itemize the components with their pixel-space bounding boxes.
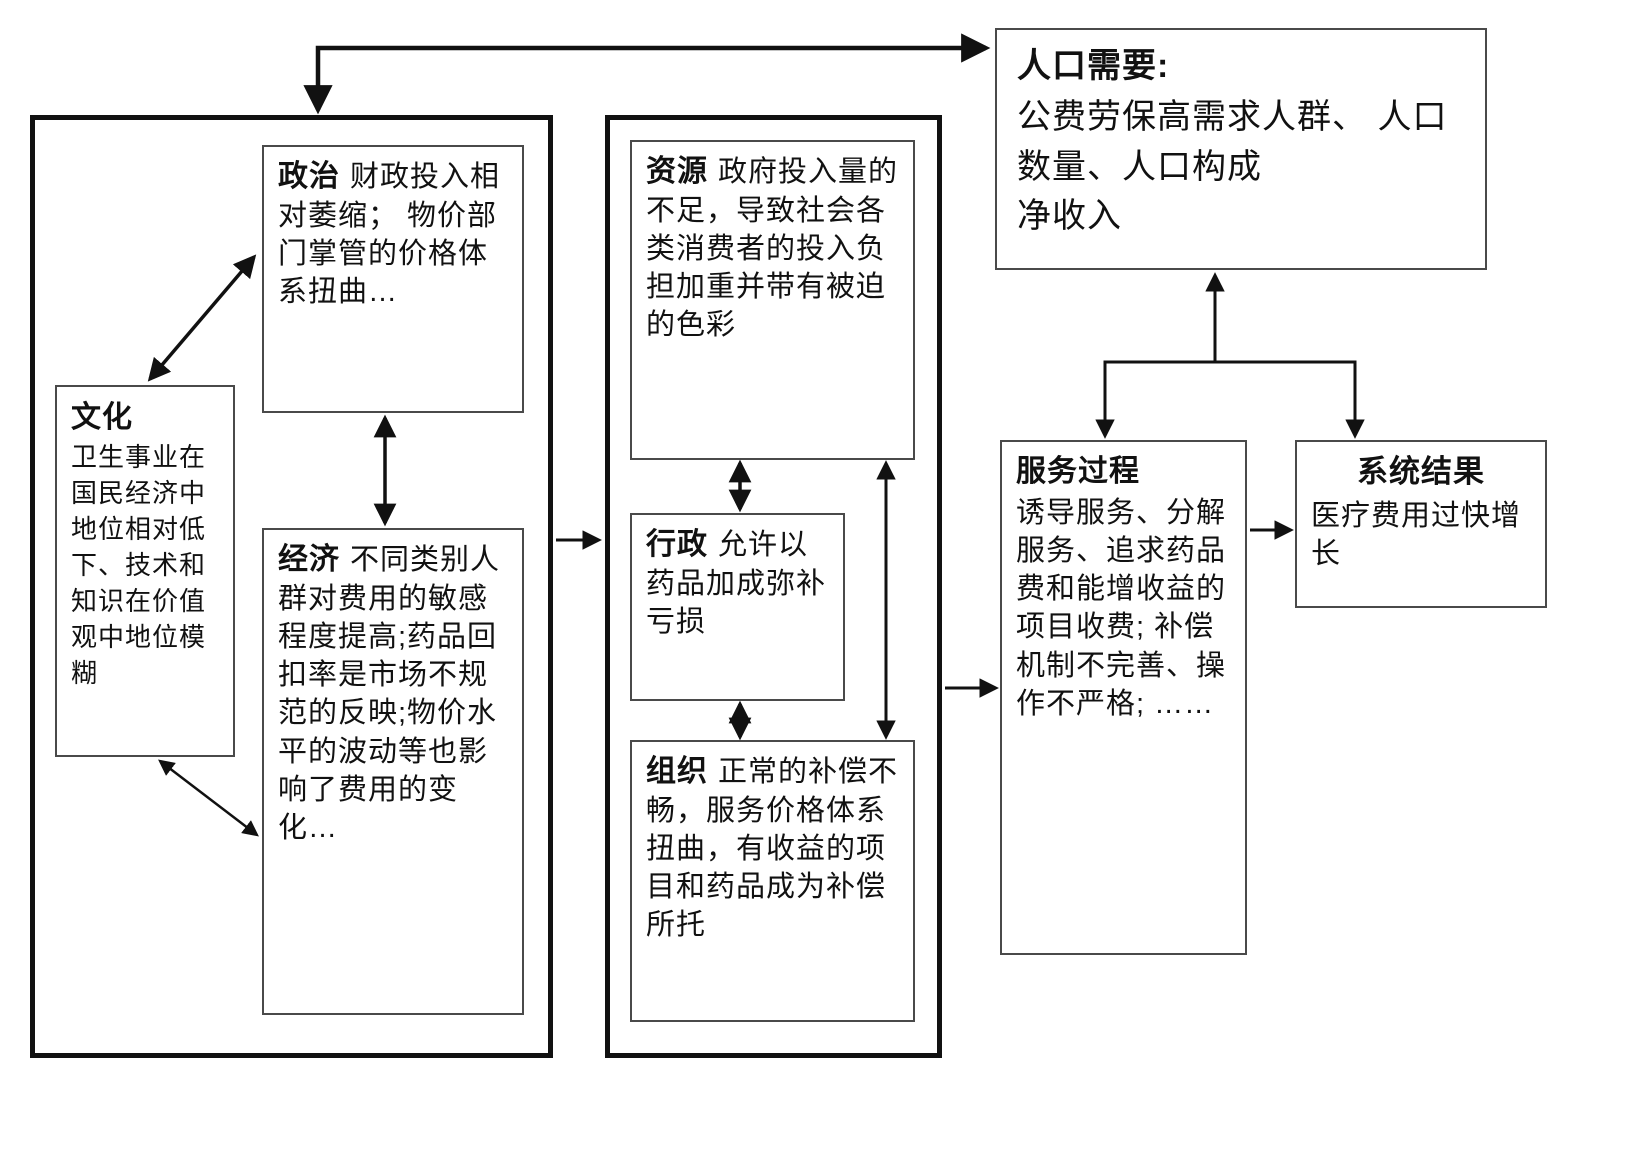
economy-title: 经济	[278, 543, 340, 576]
politics-box: 政治财政投入相对萎缩； 物价部门掌管的价格体系扭曲…	[262, 145, 524, 413]
culture-title: 文化	[71, 401, 133, 434]
system-result-box: 系统结果 医疗费用过快增长	[1295, 440, 1547, 608]
resources-box: 资源政府投入量的不足，导致社会各类消费者的投入负担加重并带有被迫的色彩	[630, 140, 915, 460]
population-needs-line1: 公费劳保高需求人群、	[1017, 98, 1367, 137]
population-needs-line2: 人口数量、人口构成	[1017, 98, 1448, 186]
middle-group-container	[605, 115, 942, 1058]
organization-title: 组织	[646, 755, 708, 788]
politics-body: 财政投入相对萎缩； 物价部门掌管的价格体系扭曲…	[278, 161, 501, 309]
arrow-junction-to-service-and-result	[1095, 360, 1365, 439]
population-needs-box: 人口需要: 公费劳保高需求人群、 人口数量、人口构成 净收入	[995, 28, 1487, 270]
system-result-title: 系统结果	[1357, 454, 1485, 489]
population-needs-line3: 净收入	[1017, 196, 1122, 235]
culture-body: 卫生事业在国民经济中地位相对低下、技术和知识在价值观中地位模糊	[71, 442, 207, 688]
resources-body: 政府投入量的不足，导致社会各类消费者的投入负担加重并带有被迫的色彩	[646, 156, 899, 342]
administration-title: 行政	[646, 528, 708, 561]
service-process-title: 服务过程	[1016, 455, 1140, 488]
organization-body: 正常的补偿不畅，服务价格体系扭曲，有收益的项目和药品成为补偿所托	[646, 756, 899, 942]
service-process-body: 诱导服务、分解服务、追求药品费和能增收益的项目收费; 补偿机制不完善、操作不严格…	[1016, 496, 1227, 720]
economy-box: 经济不同类别人群对费用的敏感程度提高;药品回扣率是市场不规范的反映;物价水平的波…	[262, 528, 524, 1015]
resources-title: 资源	[646, 155, 708, 188]
system-result-body: 医疗费用过快增长	[1311, 499, 1522, 571]
arrow-feedback-top	[303, 33, 991, 115]
politics-title: 政治	[278, 160, 340, 193]
service-process-box: 服务过程 诱导服务、分解服务、追求药品费和能增收益的项目收费; 补偿机制不完善、…	[1000, 440, 1247, 955]
left-group-container	[30, 115, 553, 1058]
population-needs-title: 人口需要:	[1017, 47, 1170, 85]
administration-body: 允许以药品加成弥补亏损	[646, 529, 827, 638]
economy-body: 不同类别人群对费用的敏感程度提高;药品回扣率是市场不规范的反映;物价水平的波动等…	[278, 544, 501, 845]
administration-box: 行政允许以药品加成弥补亏损	[630, 513, 845, 701]
organization-box: 组织正常的补偿不畅，服务价格体系扭曲，有收益的项目和药品成为补偿所托	[630, 740, 915, 1022]
culture-box: 文化 卫生事业在国民经济中地位相对低下、技术和知识在价值观中地位模糊	[55, 385, 235, 757]
